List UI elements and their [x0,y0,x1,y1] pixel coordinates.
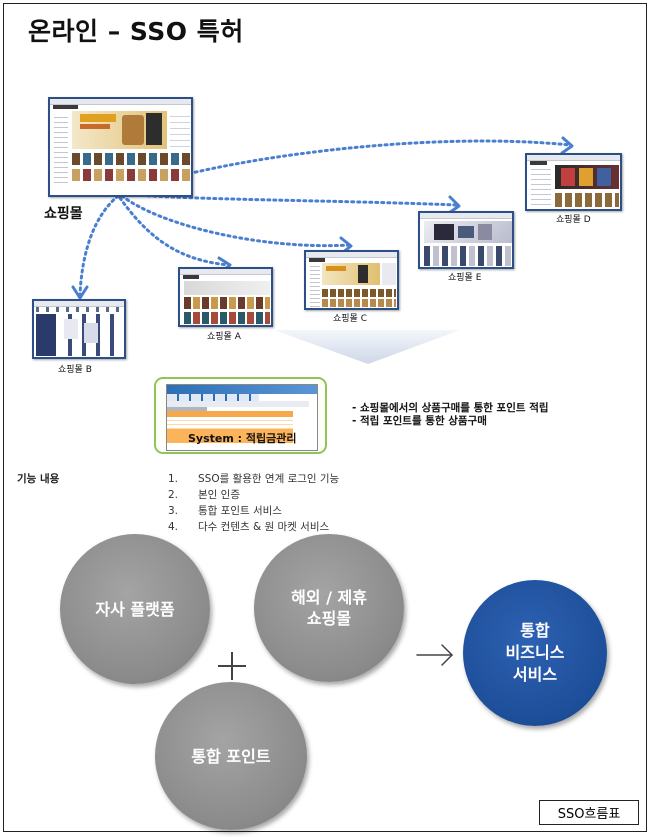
own-platform-label: 자사 플랫폼 [95,599,175,619]
overseas-mall-circle: 해외 / 제휴 쇼핑몰 [254,534,404,682]
connector-to-mall-c [120,194,352,248]
mall-c-screenshot [304,250,399,310]
legend-box: SSO흐름표 [539,800,639,825]
mall-e-screenshot [418,211,514,269]
mall-b-caption: 쇼핑몰 B [58,365,92,375]
arrowhead-mall-d [560,136,574,155]
feature-item: 3.통합 포인트 서비스 [168,505,282,517]
business-label-line1: 통합 [520,621,550,640]
system-screenshot [166,384,318,451]
mall-b-screenshot [32,299,126,359]
mall-e-caption: 쇼핑몰 E [448,273,482,283]
page-title: 온라인 – SSO 특허 [28,17,244,46]
benefit-list: - 쇼핑몰에서의 상품구매를 통한 포인트 적립 - 적립 포인트를 통한 상품… [352,402,549,428]
feature-item: 4.다수 컨텐츠 & 원 마켓 서비스 [168,521,330,533]
features-list: 1.SSO를 활용한 연계 로그인 기능 2.본인 인증 3.통합 포인트 서비… [168,471,339,535]
mall-d-screenshot [525,153,622,211]
business-label-line3: 서비스 [512,665,558,684]
overseas-mall-label-line2: 쇼핑몰 [306,609,352,628]
feature-item: 1.SSO를 활용한 연계 로그인 기능 [168,473,340,485]
page-frame [3,3,647,832]
own-platform-circle: 자사 플랫폼 [60,534,210,684]
business-label-line2: 비즈니스 [505,643,565,662]
connector-to-mall-a [118,196,230,267]
benefit-item: - 적립 포인트를 통한 상품구매 [352,415,487,427]
feature-item: 2.본인 인증 [168,489,240,501]
integrated-business-circle: 통합 비즈니스 서비스 [463,580,607,726]
plus-icon [218,652,246,680]
connector-to-mall-b [78,194,120,297]
mall-a-screenshot [178,267,273,327]
system-label: System : 적립금관리 [188,432,297,445]
arrowhead-mall-e [447,195,461,215]
main-mall-label: 쇼핑몰 [44,206,83,222]
flow-arrow-down [274,330,460,364]
arrowhead-mall-b [71,285,89,300]
integrated-point-circle: 통합 포인트 [155,682,307,830]
main-mall-screenshot [48,97,193,197]
overseas-mall-label-line1: 해외 / 제휴 [291,588,367,607]
integrated-point-label: 통합 포인트 [191,746,271,766]
benefit-item: - 쇼핑몰에서의 상품구매를 통한 포인트 적립 [352,402,549,414]
features-label: 기능 내용 [17,473,60,485]
mall-a-caption: 쇼핑몰 A [207,332,241,342]
mall-d-caption: 쇼핑몰 D [556,215,591,225]
mall-c-caption: 쇼핑몰 C [333,314,367,324]
system-box: System : 적립금관리 [154,377,327,454]
